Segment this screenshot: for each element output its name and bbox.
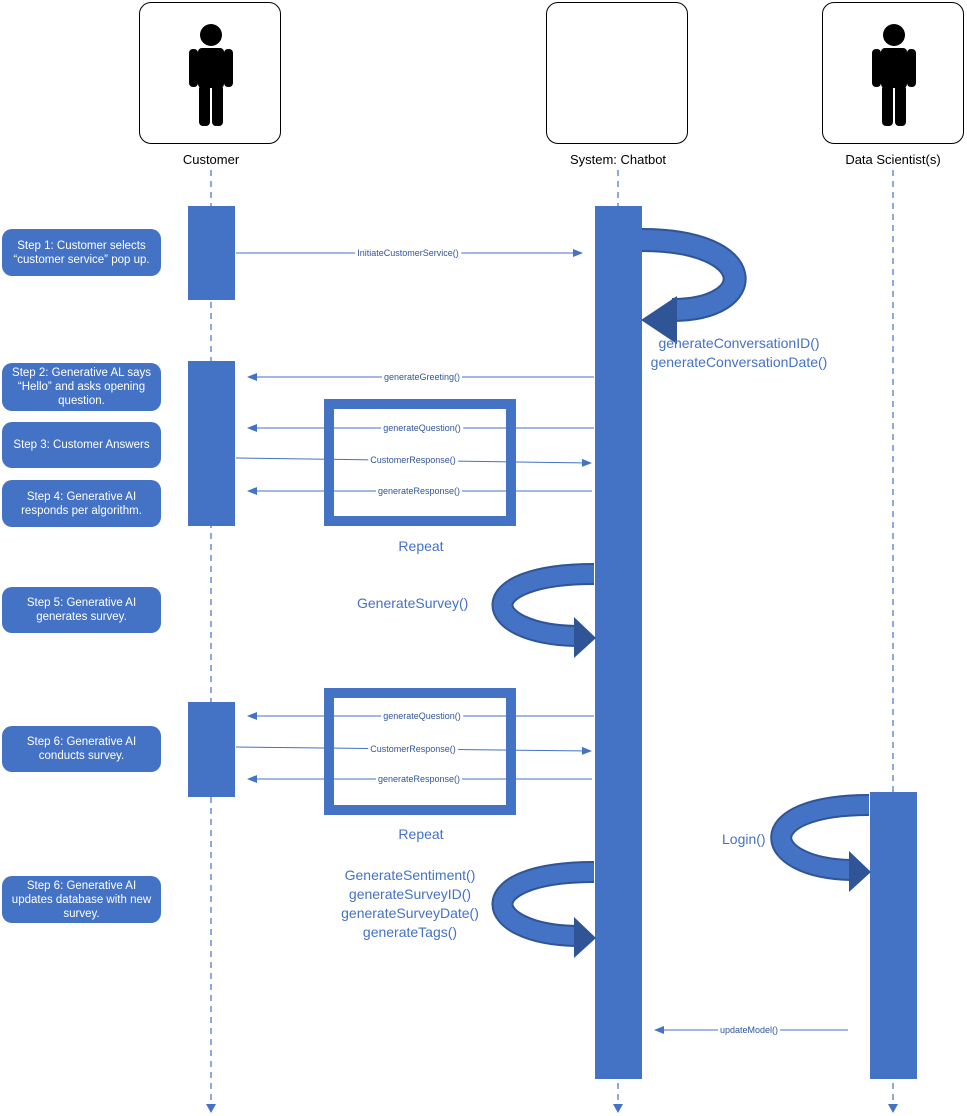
sentiment-self-call-arrow (491, 861, 596, 958)
step-1-note: Step 1: Customer selects “customer servi… (2, 229, 161, 276)
chatbot-actor-box (546, 2, 688, 144)
customer-activation-3 (188, 702, 235, 797)
repeat-frame-1 (324, 399, 516, 526)
tags-call: generateTags() (362, 924, 458, 940)
customer-lifeline-end-icon (206, 1104, 216, 1113)
person-icon (189, 24, 233, 126)
chatbot-label: System: Chatbot (569, 152, 667, 167)
chatbot-lifeline-end-icon (613, 1104, 623, 1113)
repeat-label-2: Repeat (398, 826, 444, 842)
conversation-self-call-arrow (641, 228, 747, 344)
sentiment-self-call-label: GenerateSentiment() generateSurveyID() g… (332, 866, 488, 942)
customer-activation-1 (188, 206, 235, 300)
sentiment-call: GenerateSentiment() (344, 867, 476, 883)
greeting-label: generateGreeting() (381, 372, 463, 382)
login-self-call-arrow (770, 794, 871, 892)
update-model-label: updateModel() (717, 1025, 781, 1035)
survey-self-call-arrow (491, 563, 596, 658)
conversation-date-call: generateConversationDate() (650, 354, 828, 370)
data-scientist-actor-box (822, 2, 964, 144)
reply2-label: generateResponse() (375, 774, 463, 784)
survey-date-call: generateSurveyDate() (341, 905, 479, 921)
repeat-frame-2 (324, 688, 516, 815)
reply1-label: generateResponse() (375, 486, 463, 496)
question2-label: generateQuestion() (381, 711, 463, 721)
response2-label: CustomerResponse() (368, 744, 458, 754)
step-2-note: Step 2: Generative AL says “Hello” and a… (2, 363, 161, 411)
customer-activation-2 (188, 361, 235, 526)
question1-label: generateQuestion() (381, 423, 463, 433)
data-scientist-lifeline-end-icon (888, 1104, 898, 1113)
conversation-id-call: generateConversationID() (658, 335, 820, 351)
customer-actor-box (139, 2, 281, 144)
person-icon (872, 24, 916, 126)
step-7-note: Step 6: Generative AI updates database w… (2, 876, 161, 923)
data-scientist-label: Data Scientist(s) (845, 152, 941, 167)
customer-label: Customer (182, 152, 240, 167)
step-6-note: Step 6: Generative AI conducts survey. (2, 726, 161, 772)
repeat-label-1: Repeat (398, 538, 444, 554)
chatbot-activation (595, 206, 642, 1079)
conversation-self-call-label: generateConversationID() generateConvers… (645, 334, 833, 372)
data-scientist-activation (870, 792, 917, 1079)
login-self-call-label: Login() (722, 831, 766, 847)
step-5-note: Step 5: Generative AI generates survey. (2, 587, 161, 633)
step-4-note: Step 4: Generative AI responds per algor… (2, 480, 161, 527)
survey-self-call-label: GenerateSurvey() (357, 595, 469, 611)
survey-id-call: generateSurveyID() (348, 886, 472, 902)
step-3-note: Step 3: Customer Answers (2, 422, 161, 468)
response1-label: CustomerResponse() (368, 455, 458, 465)
initiate-label: InitiateCustomerService() (355, 248, 461, 258)
